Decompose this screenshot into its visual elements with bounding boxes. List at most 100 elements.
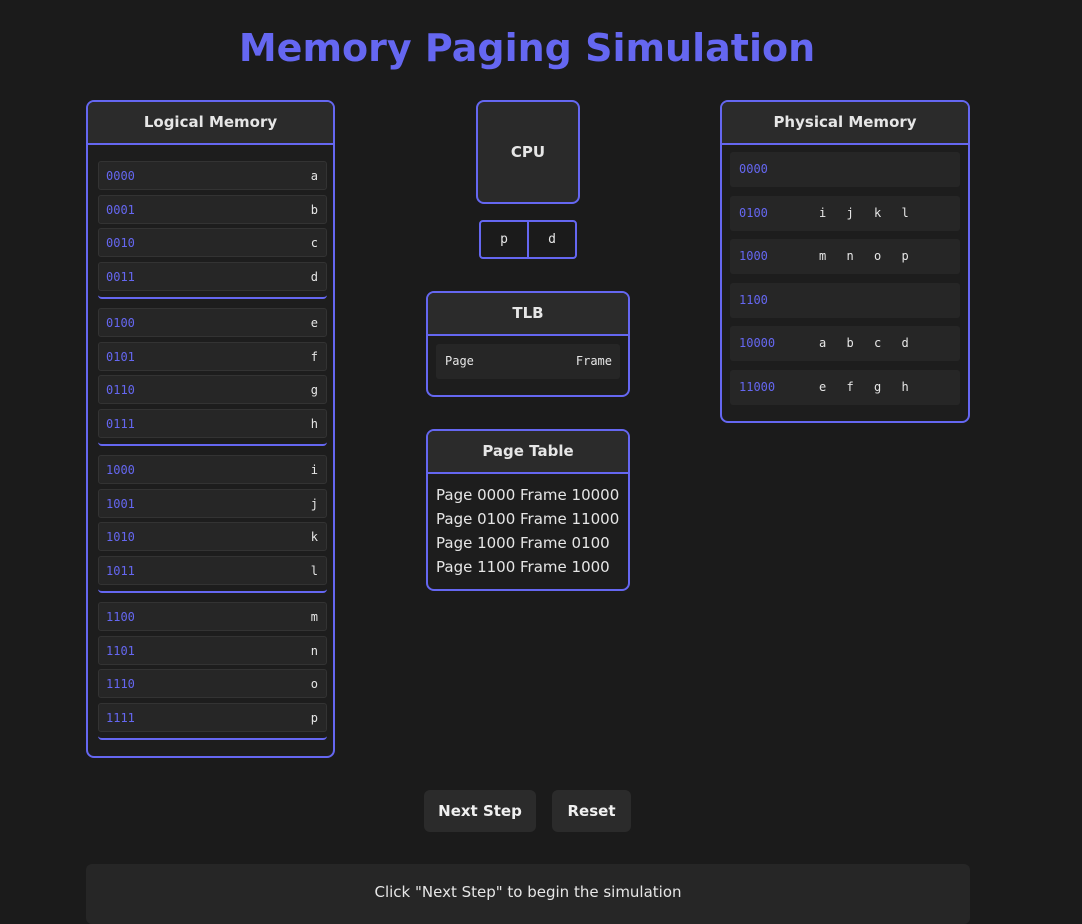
tlb-page-column: Page (445, 354, 474, 368)
logical-address: 0001 (106, 202, 135, 217)
physical-memory-header: Physical Memory (722, 102, 968, 145)
logical-memory-row: 1111 p (98, 702, 327, 732)
logical-value: i (310, 463, 318, 477)
frame-cell: l (901, 205, 909, 220)
logical-value: f (310, 349, 318, 364)
logical-value: e (310, 316, 318, 330)
logical-memory-row: 1101 n (98, 635, 327, 665)
frame-address: 0000 (739, 162, 768, 176)
frame-address: 11000 (739, 379, 776, 394)
frame-address: 1100 (739, 292, 768, 307)
logical-value: a (310, 169, 318, 183)
tlb-frame-column: Frame (575, 354, 612, 368)
physical-memory-panel: Physical Memory 0000 0100 i j k l 1000 m n o p 1100… (720, 100, 970, 423)
page-number-field: p (481, 222, 529, 257)
logical-page-group: 0100 e 0101 f 0110 g 0111 h (98, 308, 327, 446)
cpu-box: CPU (476, 100, 580, 204)
address-split: p d (479, 220, 577, 259)
logical-address: 0000 (106, 169, 135, 183)
logical-value: l (310, 563, 318, 578)
tlb-column-headers: Page Frame (436, 344, 620, 379)
logical-value: o (310, 677, 318, 691)
logical-address: 0110 (106, 383, 135, 397)
logical-memory-row: 0101 f (98, 341, 327, 371)
logical-memory-row: 0010 c (98, 228, 327, 257)
logical-address: 1000 (106, 463, 135, 477)
physical-frame-row: 0000 (730, 152, 960, 187)
logical-address: 1001 (106, 496, 135, 511)
frame-cell: f (846, 379, 854, 394)
frame-cell: p (901, 249, 909, 263)
frame-cell: i (819, 205, 827, 220)
logical-memory-row: 1000 i (98, 455, 327, 484)
tlb-header: TLB (428, 293, 628, 336)
logical-value: p (310, 710, 318, 725)
logical-value: j (310, 496, 318, 511)
logical-value: g (310, 383, 318, 397)
logical-value: m (310, 610, 318, 624)
logical-memory-row: 0100 e (98, 308, 327, 337)
frame-cell: h (901, 379, 909, 394)
tlb-panel: TLB Page Frame (426, 291, 630, 397)
frame-cell: e (819, 379, 827, 394)
page-table-entry: Page 0000 Frame 10000 (436, 486, 620, 504)
logical-value: b (310, 202, 318, 217)
logical-address: 1101 (106, 643, 135, 658)
physical-frame-row: 1100 (730, 282, 960, 318)
logical-address: 0011 (106, 269, 135, 284)
frame-cells: i j k l (819, 206, 929, 220)
frame-cell: c (874, 336, 882, 350)
page-table-entry: Page 1100 Frame 1000 (436, 558, 610, 576)
frame-cells: e f g h (819, 380, 929, 394)
logical-memory-row: 1100 m (98, 602, 327, 631)
frame-cell: g (874, 379, 882, 394)
reset-button[interactable]: Reset (552, 790, 631, 832)
logical-value: c (310, 236, 318, 250)
frame-cells: m n o p (819, 249, 929, 263)
logical-memory-row: 0111 h (98, 408, 327, 438)
logical-memory-row: 0001 b (98, 194, 327, 224)
physical-frame-row: 11000 e f g h (730, 369, 960, 405)
logical-memory-row: 0110 g (98, 375, 327, 404)
page-table-entries: Page 0000 Frame 10000 Page 0100 Frame 11… (436, 483, 619, 579)
status-message: Click "Next Step" to begin the simulatio… (86, 864, 970, 924)
frame-cell: o (874, 249, 882, 263)
logical-address: 0010 (106, 236, 135, 250)
physical-frame-row: 0100 i j k l (730, 195, 960, 231)
frame-cell: k (874, 205, 882, 220)
physical-frame-row: 1000 m n o p (730, 239, 960, 274)
next-step-button[interactable]: Next Step (424, 790, 536, 832)
frame-cell: b (846, 336, 854, 350)
logical-value: n (310, 643, 318, 658)
logical-memory-header: Logical Memory (88, 102, 333, 145)
logical-address: 1111 (106, 710, 135, 725)
logical-address: 1010 (106, 530, 135, 544)
logical-address: 1100 (106, 610, 135, 624)
frame-cell: m (819, 249, 827, 263)
frame-cell: n (846, 249, 854, 263)
logical-memory-row: 1001 j (98, 488, 327, 518)
frame-address: 1000 (739, 249, 768, 263)
offset-field: d (548, 232, 556, 247)
page-table-header: Page Table (428, 431, 628, 474)
page-table-entry: Page 1000 Frame 0100 (436, 534, 610, 552)
frame-cell: a (819, 336, 827, 350)
logical-address: 0101 (106, 349, 135, 364)
logical-value: h (310, 416, 318, 431)
frame-cell: j (846, 205, 854, 220)
frame-address: 0100 (739, 205, 768, 220)
page-title: Memory Paging Simulation (238, 26, 816, 70)
logical-address: 0100 (106, 316, 135, 330)
page-table-panel: Page Table Page 0000 Frame 10000 Page 01… (426, 429, 630, 591)
logical-address: 0111 (106, 416, 135, 431)
